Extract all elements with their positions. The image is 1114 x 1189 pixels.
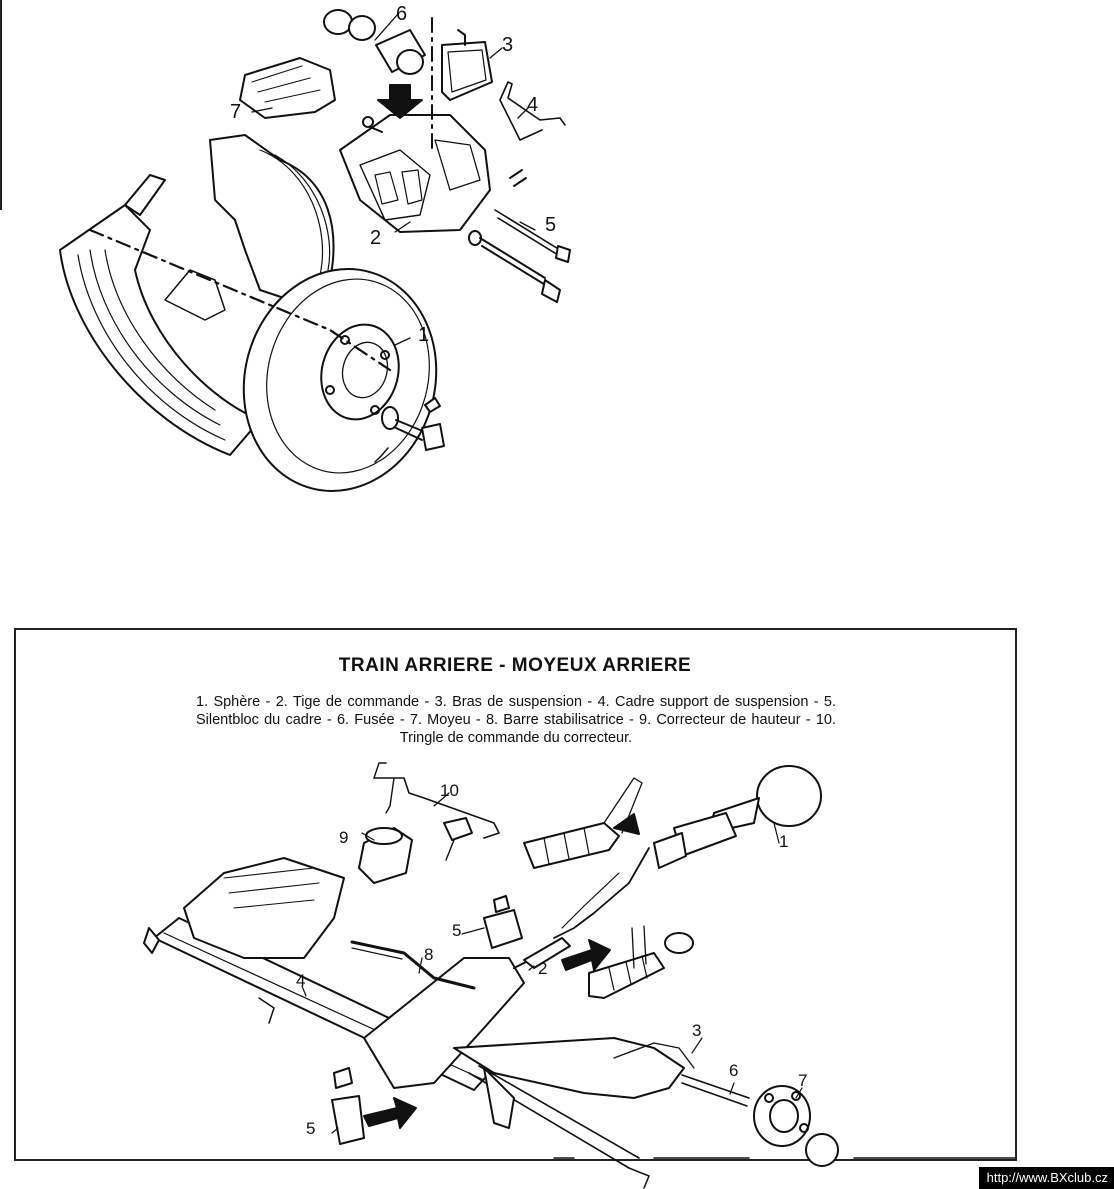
rubber-gaiters [523,777,694,999]
rear-axle-frame [14,628,1017,1161]
brake-disc [242,268,438,492]
guide-bolts [468,169,571,303]
brake-caliper [339,114,491,233]
callout-b-4: 4 [296,971,306,990]
suspension-arm [363,957,695,1169]
watermark-url: http://www.BXclub.cz [978,1167,1114,1189]
diagram-title: TRAIN ARRIERE - MOYEUX ARRIERE [338,655,692,676]
wheel-bolt [374,397,445,463]
corrector-rod [373,762,500,861]
callout-b-5-lower: 5 [306,1119,316,1138]
callout-b-9: 9 [339,828,349,847]
rear-axle-diagram [143,762,1017,1189]
brake-exploded-diagram [59,9,571,492]
callout-b-3: 3 [692,1021,702,1040]
callout-3: 3 [502,34,514,56]
silentbloc-lower [331,1067,365,1145]
callout-b-10: 10 [440,781,459,800]
height-corrector [358,827,413,884]
callout-b-1: 1 [779,832,789,851]
silentbloc-upper [483,895,523,949]
callout-5: 5 [545,214,557,236]
brake-pad [441,29,493,101]
suspension-sphere [553,765,822,939]
callout-6: 6 [396,3,408,25]
callout-b-2: 2 [538,959,548,978]
stub-axle-hub [628,1074,839,1189]
callout-b-5-upper: 5 [452,921,462,940]
control-rod [513,937,571,969]
callout-4: 4 [527,94,539,116]
diagram-legend: 1. Sphère - 2. Tige de commande - 3. Bra… [196,694,836,746]
page-edge-rule [0,0,2,210]
callout-b-6: 6 [729,1061,739,1080]
heat-shield-part [239,57,336,119]
callout-7: 7 [230,101,242,123]
piston-seals [323,9,426,75]
callout-1: 1 [418,324,430,346]
stabiliser-bar [350,940,476,990]
callout-b-7: 7 [798,1071,808,1090]
dust-shield [59,134,335,456]
callout-2: 2 [370,227,382,249]
pad-spring [499,81,566,141]
callout-b-8: 8 [424,945,434,964]
